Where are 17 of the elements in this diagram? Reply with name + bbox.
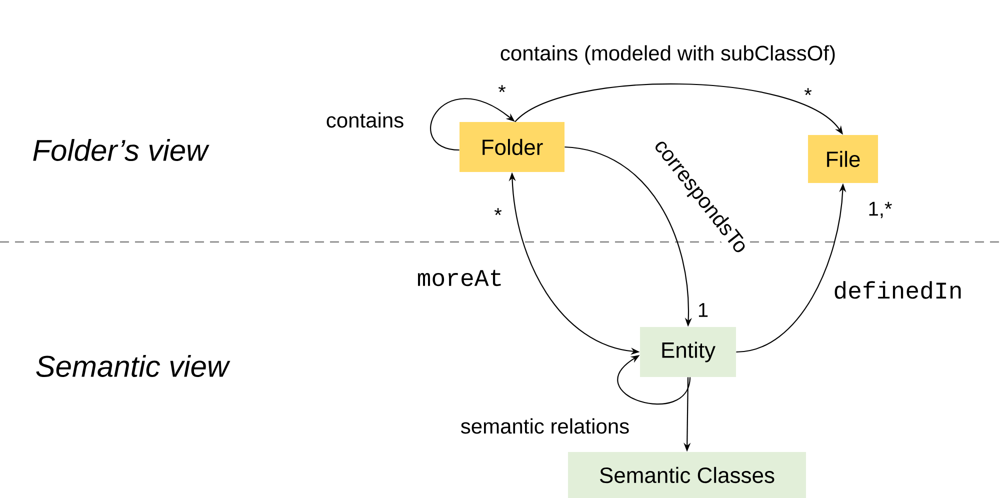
edge-label: definedIn <box>832 280 964 300</box>
edge-label: moreAt <box>416 268 504 288</box>
class-box: Folder <box>460 122 564 172</box>
edge-label: contains <box>324 111 406 129</box>
edge-label: semantic relations <box>459 417 631 435</box>
multiplicity-label: 1,* <box>869 202 892 218</box>
edge-label: contains (modeled with subClassOf) <box>498 44 838 66</box>
multiplicity-label: * <box>804 88 812 96</box>
class-box: File <box>808 135 878 183</box>
view-label: Semantic view <box>36 355 230 378</box>
view-label: Folder’s view <box>33 138 210 162</box>
arrow <box>618 355 691 404</box>
multiplicity-label: * <box>498 85 506 92</box>
multiplicity-label: * <box>494 208 502 216</box>
multiplicity-label: 1 <box>698 303 708 317</box>
class-box: Entity <box>640 327 736 377</box>
class-box: Semantic Classes <box>568 452 806 498</box>
